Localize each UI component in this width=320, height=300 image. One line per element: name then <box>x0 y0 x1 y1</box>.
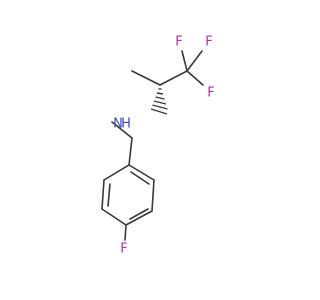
molecule-canvas: F F F N H F <box>101 34 215 257</box>
nitrogen-hydrogen: H <box>121 117 131 132</box>
bond-ch2-ring <box>128 137 133 166</box>
ring-bond-3 <box>101 208 127 226</box>
ring-double-bond-b <box>129 208 149 220</box>
hashed-wedge-bond <box>150 88 168 115</box>
ring-double-bond-a <box>107 183 111 207</box>
ring-bond-1 <box>103 164 130 181</box>
bonds <box>101 50 204 241</box>
fluorine-atom-top-left: F <box>175 35 182 50</box>
ring-bond-4 <box>125 210 153 226</box>
ring-double-bond-c <box>130 171 150 185</box>
fluorine-atom-top-right: F <box>205 35 212 50</box>
fluorine-atom-para: F <box>120 242 127 257</box>
structure-drawing: F F F N H F <box>101 35 215 257</box>
bond-cf3-chiral <box>159 70 188 86</box>
ring-bond-6 <box>128 164 155 181</box>
nitrogen-atom: N <box>113 117 123 132</box>
bond-nh-ch2 <box>111 121 133 139</box>
bond-chiral-methyl <box>131 70 161 86</box>
ring-bond-2 <box>101 179 105 210</box>
bond-cf3-f-right <box>186 70 204 86</box>
bond-cf3-f-top-left <box>181 50 188 72</box>
fluorine-atom-right: F <box>207 86 214 101</box>
bond-ring-f <box>124 224 127 241</box>
ring-bond-5 <box>151 179 155 212</box>
bond-cf3-f-top-right <box>186 50 203 72</box>
